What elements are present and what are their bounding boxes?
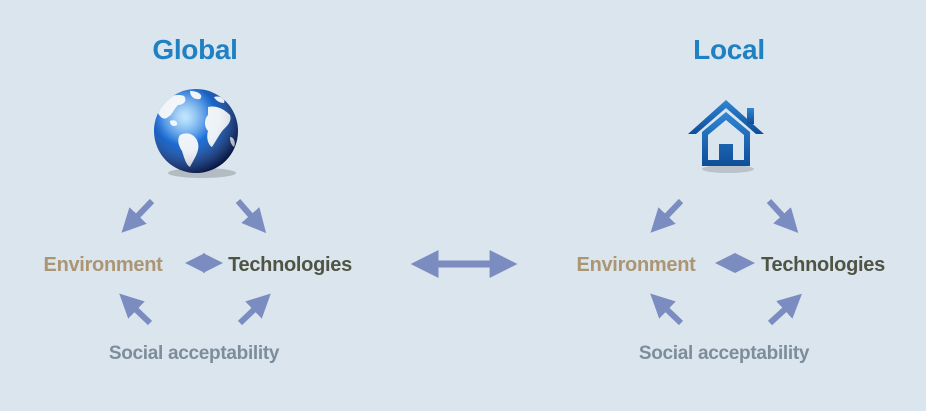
arrow-house-to-technologies [766,198,799,233]
globe-icon [154,89,238,178]
global-technologies-label: Technologies [228,254,352,276]
arrow-globe-to-environment [121,198,155,233]
global-title: Global [152,34,238,65]
arrow-social-to-environment [119,293,153,326]
arrow-globe-to-technologies [235,199,267,234]
global-social-label: Social acceptability [108,343,280,364]
global-environment-label: Environment [43,254,163,276]
local-title: Local [693,34,765,65]
local-technologies-label: Technologies [761,254,885,276]
arrow-local-social-to-technologies [767,293,802,326]
arrow-house-to-environment [650,198,684,233]
local-social-label: Social acceptability [638,343,810,364]
local-environment-label: Environment [576,254,696,276]
arrow-social-to-technologies [237,293,271,326]
arrow-local-social-to-environment [650,293,684,326]
house-icon [688,100,764,173]
